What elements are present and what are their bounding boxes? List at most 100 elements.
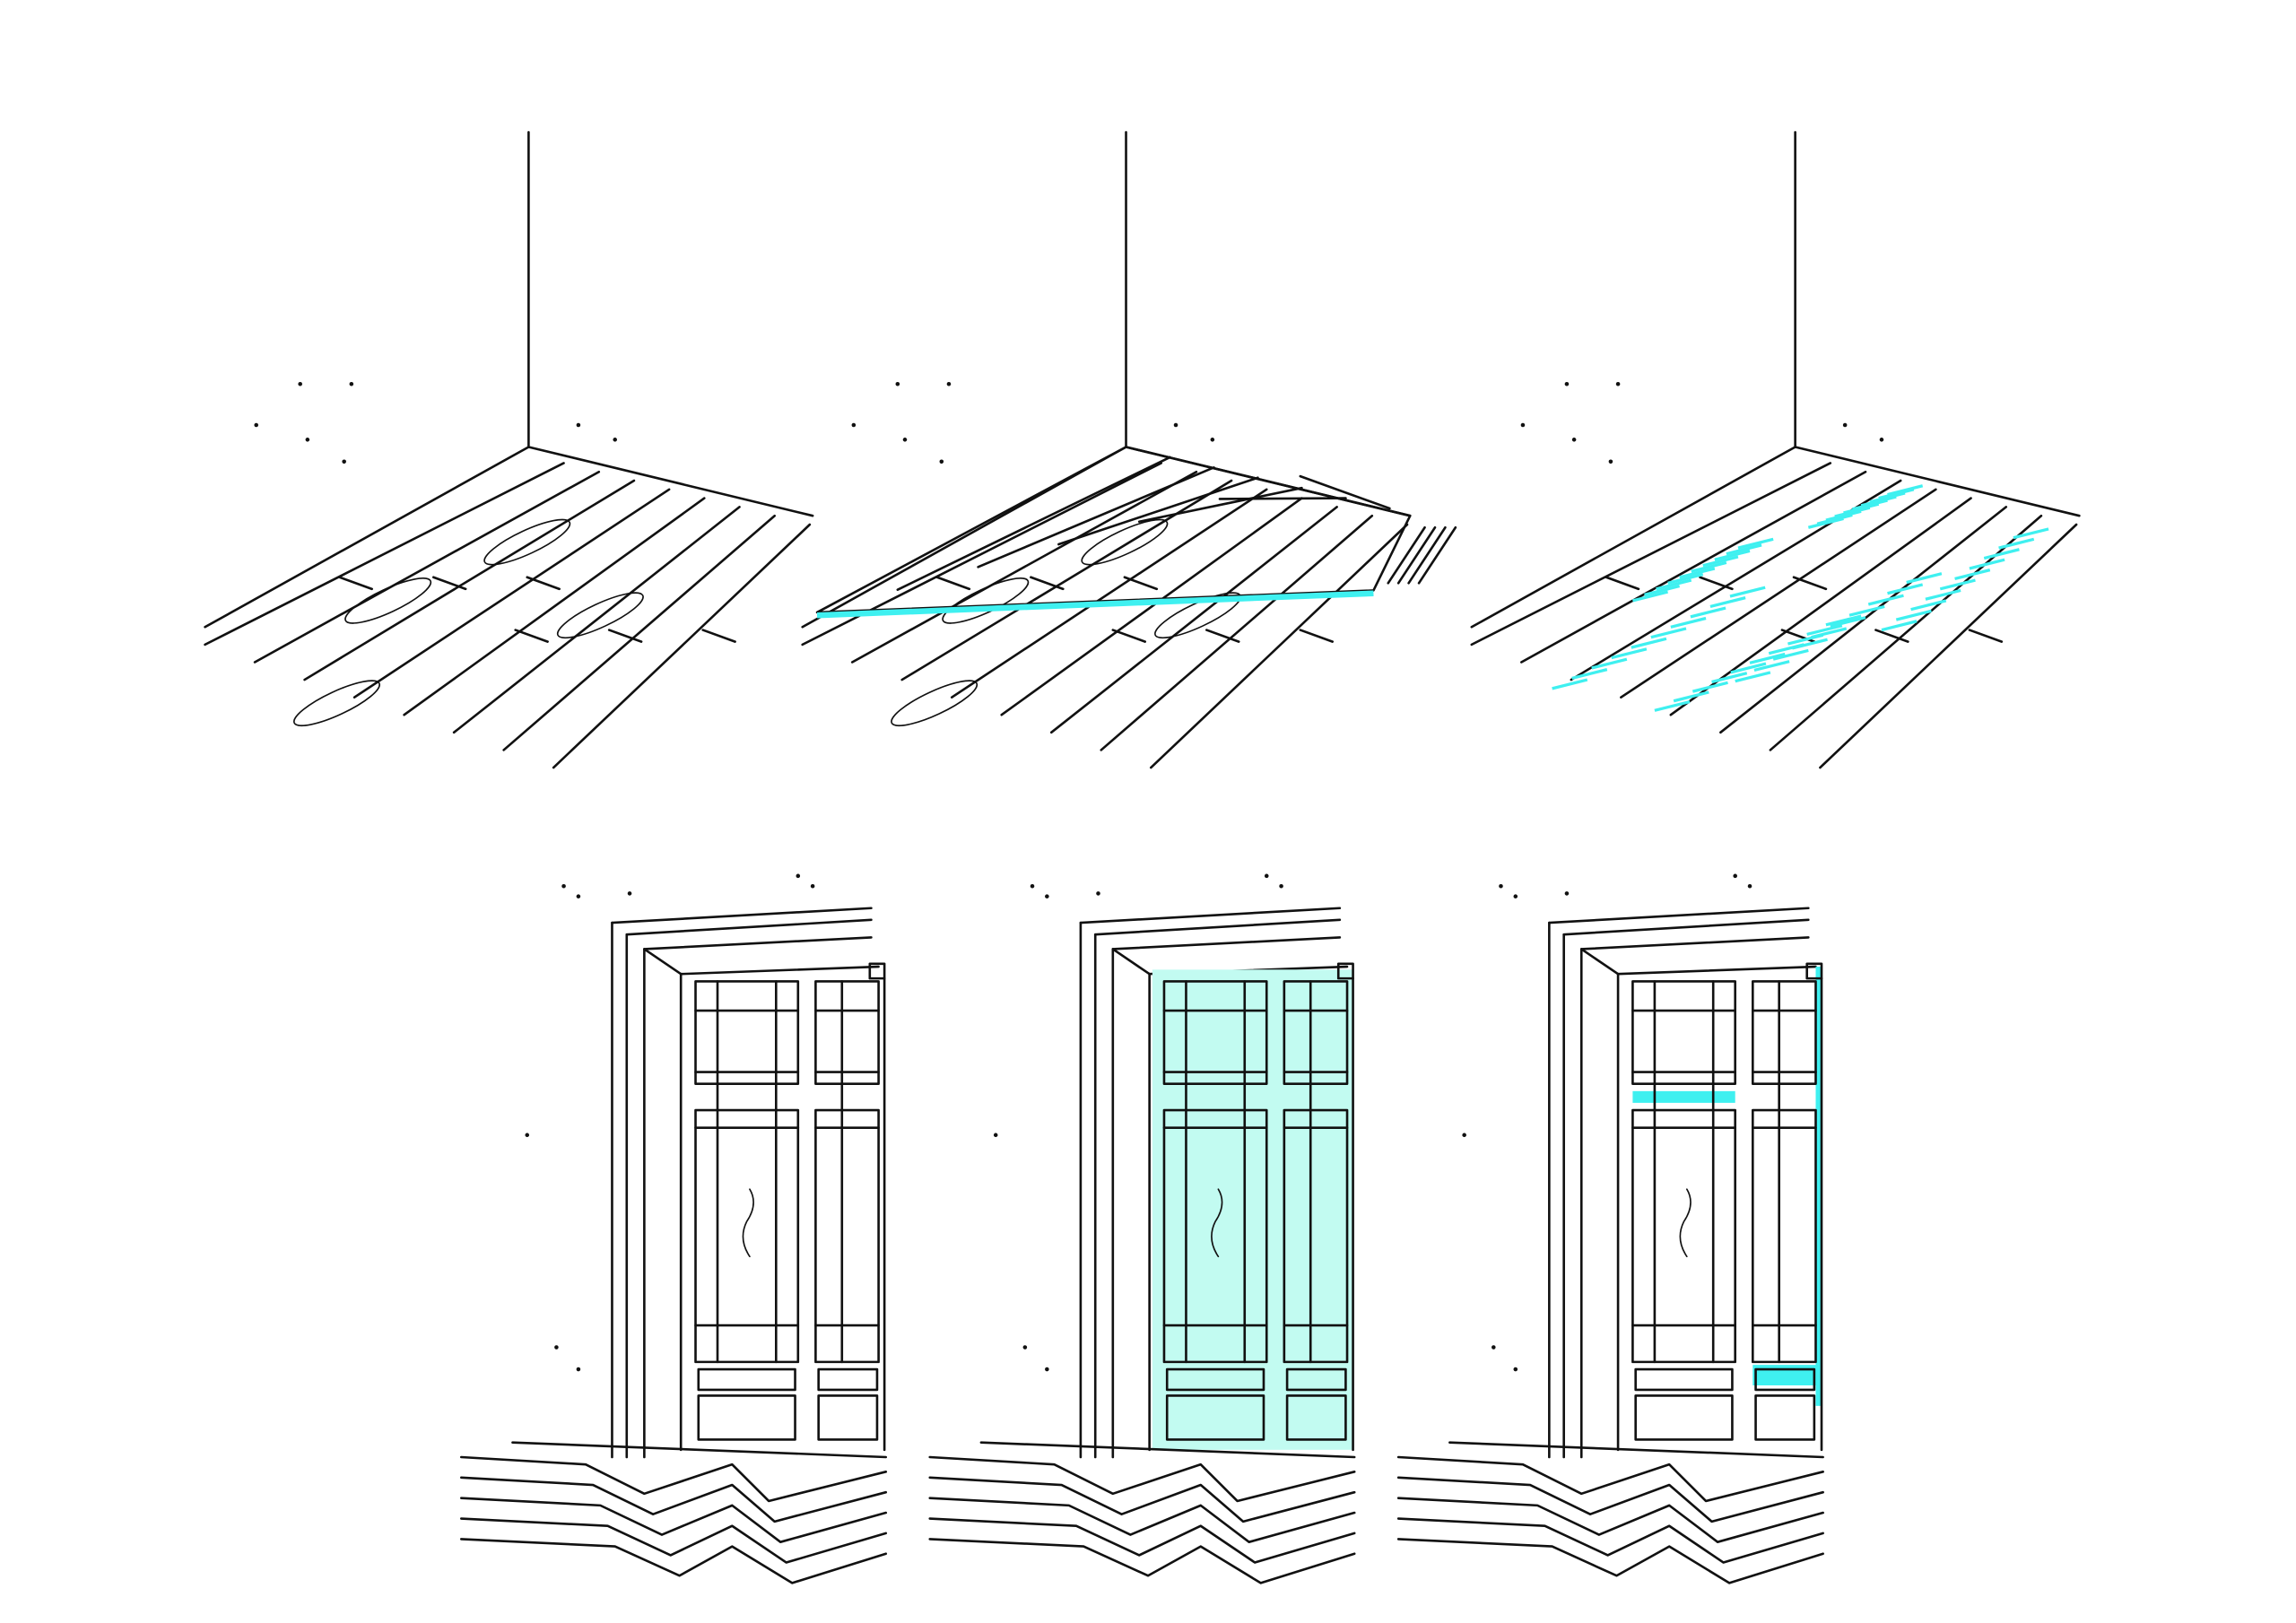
floor-zigzag-line: [928, 1455, 1356, 1503]
cyan-stripe: [1631, 637, 1667, 649]
frame-mid-top: [1093, 918, 1342, 936]
plank-line: [1719, 506, 2008, 734]
plank-joint: [1205, 629, 1240, 643]
frame-mid-top: [625, 918, 873, 936]
dust-speck: [561, 883, 566, 889]
cyan-stripe: [1571, 668, 1608, 681]
dust-speck: [349, 381, 354, 386]
cyan-stripe: [1954, 568, 1991, 580]
reveal-diagonal: [643, 948, 683, 976]
dust-speck: [902, 438, 908, 442]
cyan-stripe: [1691, 560, 1727, 573]
dust-speck: [1022, 1345, 1028, 1350]
cover-edge-hatch: [1417, 525, 1457, 585]
dust-speck: [1564, 891, 1570, 896]
plank-line: [352, 488, 671, 699]
door-sketch-partial: [1396, 873, 1824, 1584]
floor-zigzag-line: [928, 1497, 1356, 1543]
reveal-diagonal: [1111, 948, 1151, 976]
dust-speck: [1615, 381, 1621, 386]
cyan-stripe: [1735, 671, 1771, 683]
cyan-stripe: [1730, 662, 1767, 674]
frame-inner-top: [1111, 936, 1342, 950]
cyan-stripe: [1591, 657, 1628, 670]
floor-left-edge: [204, 446, 530, 629]
plank-line: [253, 470, 601, 664]
wood-grain-knot: [483, 518, 571, 566]
floor-zigzag-line: [459, 1455, 888, 1503]
floor-back-edge: [1794, 446, 2081, 517]
door-lower-panel: [1634, 1367, 1734, 1392]
floor-zigzag-line: [928, 1517, 1356, 1564]
door-lower-panel: [1165, 1394, 1265, 1441]
cyan-stripe: [1702, 555, 1739, 568]
dust-speck: [1520, 422, 1526, 428]
plank-line: [1470, 462, 1832, 647]
plank-line: [552, 523, 812, 769]
plank-joint: [1111, 629, 1147, 643]
cyan-stripe: [1806, 624, 1843, 637]
dust-speck: [554, 1345, 559, 1350]
cyan-stripe: [1679, 567, 1716, 579]
dust-speck: [796, 873, 801, 879]
door-lower-panel: [697, 1394, 796, 1441]
floor-zigzag-line: [459, 1476, 888, 1523]
plank-line: [303, 479, 636, 681]
dust-speck: [1045, 1367, 1049, 1372]
dust-speck: [1264, 873, 1269, 879]
glass-pane: [1283, 1108, 1349, 1364]
threshold-line: [1448, 1441, 1824, 1459]
plank-joint: [431, 576, 467, 591]
cyan-stripe: [1692, 681, 1728, 693]
cyan-stripe: [1673, 690, 1709, 703]
floor-zigzag-line: [459, 1538, 888, 1584]
plank-line: [1149, 523, 1409, 769]
cover-plank-line: [1137, 486, 1303, 524]
curtain-squiggle: [1679, 1188, 1692, 1258]
glass-pane: [694, 1108, 800, 1364]
cover-plank-line: [977, 466, 1215, 568]
plank-joint: [1030, 576, 1065, 591]
frame-outer-top: [1079, 907, 1342, 924]
floor-zigzag-line: [459, 1517, 888, 1564]
plank-line: [1819, 523, 2078, 769]
cyan-stripe: [1969, 558, 2005, 570]
glass-pane: [1631, 980, 1736, 1085]
cyan-stripe: [1729, 586, 1766, 598]
door-sketch-plain: [459, 873, 888, 1584]
dust-speck: [305, 438, 310, 442]
wood-grain-knot: [293, 680, 380, 727]
cover-edge-hatch: [1407, 525, 1447, 585]
glass-pane: [1751, 980, 1817, 1085]
glass-pane: [1751, 1108, 1817, 1364]
cyan-stripe: [1925, 588, 1961, 601]
dust-speck: [946, 381, 952, 386]
dust-speck: [1492, 1345, 1496, 1350]
floor-sketch-plain: [204, 131, 814, 769]
dust-speck: [810, 883, 815, 889]
cyan-stripe: [2013, 527, 2049, 540]
dust-speck: [851, 422, 857, 428]
wood-grain-knot: [1081, 518, 1169, 566]
dust-speck: [613, 438, 617, 442]
floor-zigzag-line: [1396, 1455, 1824, 1503]
glass-pane: [1162, 1108, 1268, 1364]
wood-cover-sheet: [815, 446, 1412, 614]
door-lower-panel: [817, 1367, 879, 1392]
door-lower-panel: [1634, 1394, 1734, 1441]
glass-pane: [1162, 980, 1268, 1085]
curtain-squiggle: [742, 1188, 754, 1258]
cyan-stripe: [1552, 678, 1588, 690]
dust-speck: [1571, 438, 1577, 442]
dust-speck: [1096, 891, 1100, 896]
dust-speck: [1210, 438, 1215, 442]
cyan-stripe: [1709, 596, 1746, 609]
dust-speck: [1513, 1367, 1518, 1372]
cyan-stripe: [1811, 627, 1848, 639]
plank-line: [1100, 514, 1374, 751]
cyan-stripe: [1749, 652, 1786, 664]
plank-joint: [1792, 576, 1828, 591]
cyan-stripe: [1726, 543, 1762, 556]
dust-speck: [1747, 883, 1752, 889]
plank-line: [1049, 506, 1338, 734]
